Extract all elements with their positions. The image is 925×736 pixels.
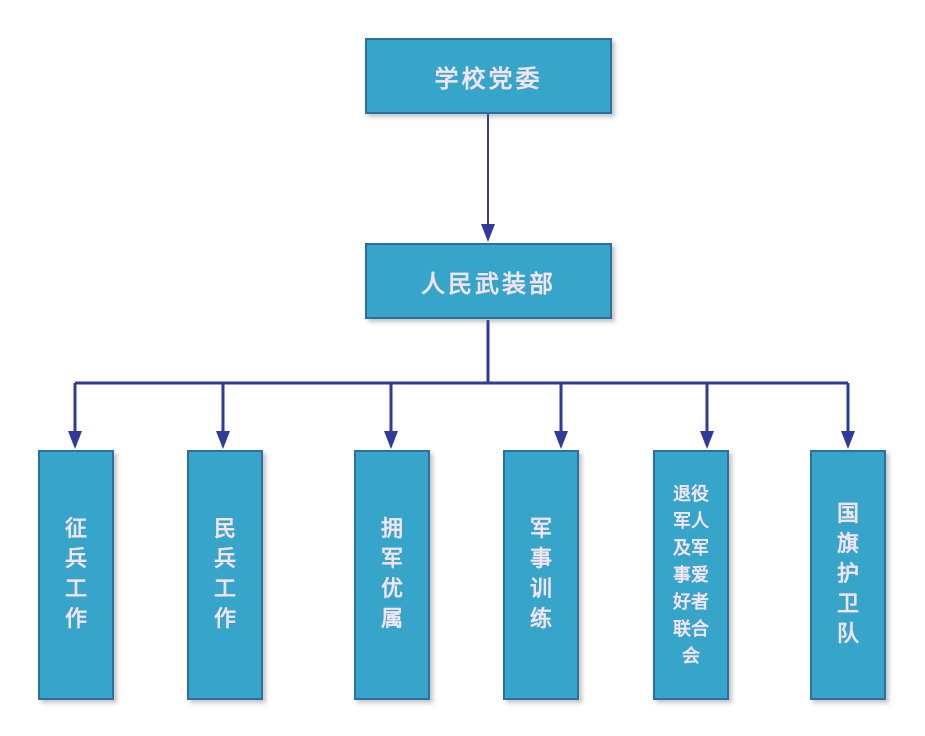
arrowhead-6: [841, 431, 855, 449]
org-box-label: 学校党委: [434, 64, 543, 93]
arrowhead-1: [68, 431, 82, 449]
org-box-conscription-work: 征 兵 工 作: [38, 450, 114, 700]
org-box-label: 民 兵 工 作: [213, 517, 236, 632]
arrowhead-5: [700, 431, 714, 449]
arrowhead-2: [216, 431, 230, 449]
org-box-support-military-families: 拥 军 优 属: [354, 450, 430, 700]
org-box-militia-work: 民 兵 工 作: [187, 450, 263, 700]
org-box-school-party-committee: 学校党委: [365, 38, 612, 114]
org-box-label: 国 旗 护 卫 队: [836, 502, 859, 647]
org-box-peoples-armed-forces-dept: 人民武装部: [365, 243, 612, 319]
org-box-label: 拥 军 优 属: [380, 517, 403, 632]
org-box-veterans-enthusiasts-association: 退役 军人 及军 事爱 好者 联合 会: [653, 450, 729, 700]
arrowhead-secondary: [481, 224, 495, 242]
org-box-label: 征 兵 工 作: [64, 517, 87, 632]
org-box-label: 退役 军人 及军 事爱 好者 联合 会: [673, 483, 709, 667]
arrowhead-3: [384, 431, 398, 449]
org-box-label: 军 事 训 练: [529, 517, 552, 632]
org-box-label: 人民武装部: [421, 269, 556, 298]
arrowhead-4: [554, 431, 568, 449]
org-box-military-training: 军 事 训 练: [503, 450, 579, 700]
org-box-national-flag-guard: 国 旗 护 卫 队: [810, 450, 886, 700]
